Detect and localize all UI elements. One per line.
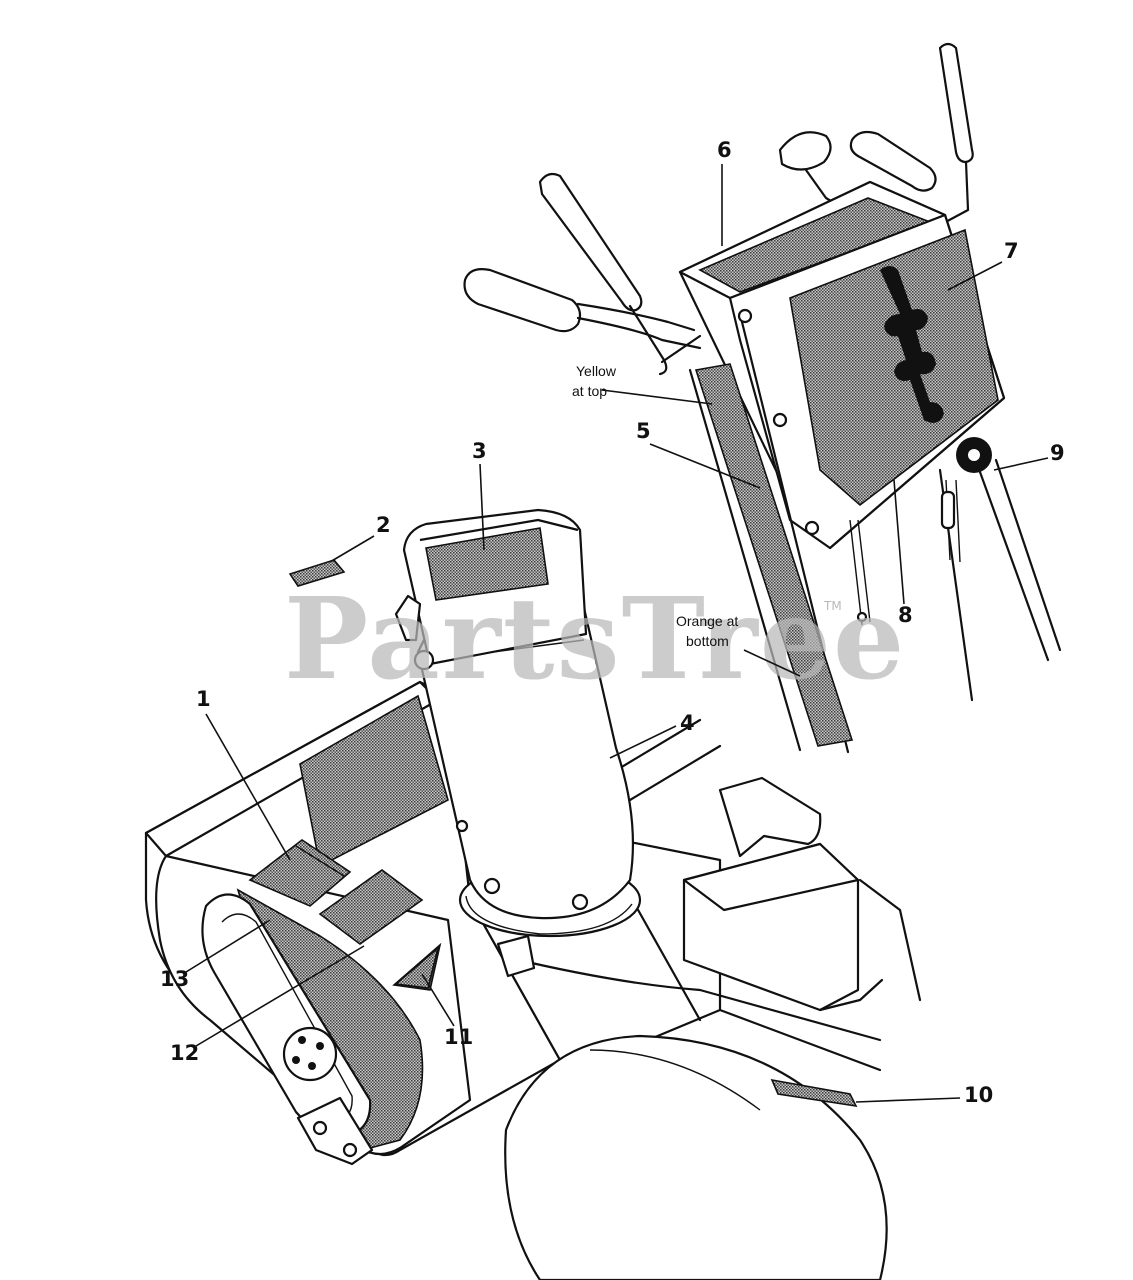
snowthrower-body <box>144 508 922 1280</box>
callout-7: 7 <box>1004 239 1019 263</box>
watermark-trademark: TM <box>823 599 842 613</box>
watermark-text: PartsTree <box>284 574 906 705</box>
note-orange-line1: Orange at <box>676 613 738 629</box>
callout-2: 2 <box>376 513 391 537</box>
callout-4: 4 <box>680 711 695 735</box>
callout-12: 12 <box>170 1041 199 1065</box>
callout-3: 3 <box>472 439 487 463</box>
callout-13: 13 <box>160 967 189 991</box>
callout-8: 8 <box>898 603 913 627</box>
note-yellow-line1: Yellow <box>576 363 617 379</box>
color-notes: Yellow at top Orange at bottom <box>572 363 801 677</box>
watermark: PartsTree TM <box>284 574 906 705</box>
note-yellow-line2: at top <box>572 383 607 399</box>
callout-11: 11 <box>444 1025 473 1049</box>
callouts: 1 2 3 4 5 6 7 8 9 10 11 12 13 <box>160 138 1065 1107</box>
handle-assembly <box>463 42 1062 754</box>
callout-5: 5 <box>636 419 651 443</box>
note-orange-line2: bottom <box>686 633 729 649</box>
callout-10: 10 <box>964 1083 993 1107</box>
callout-9: 9 <box>1050 441 1065 465</box>
callout-6: 6 <box>717 138 732 162</box>
callout-1: 1 <box>196 687 211 711</box>
